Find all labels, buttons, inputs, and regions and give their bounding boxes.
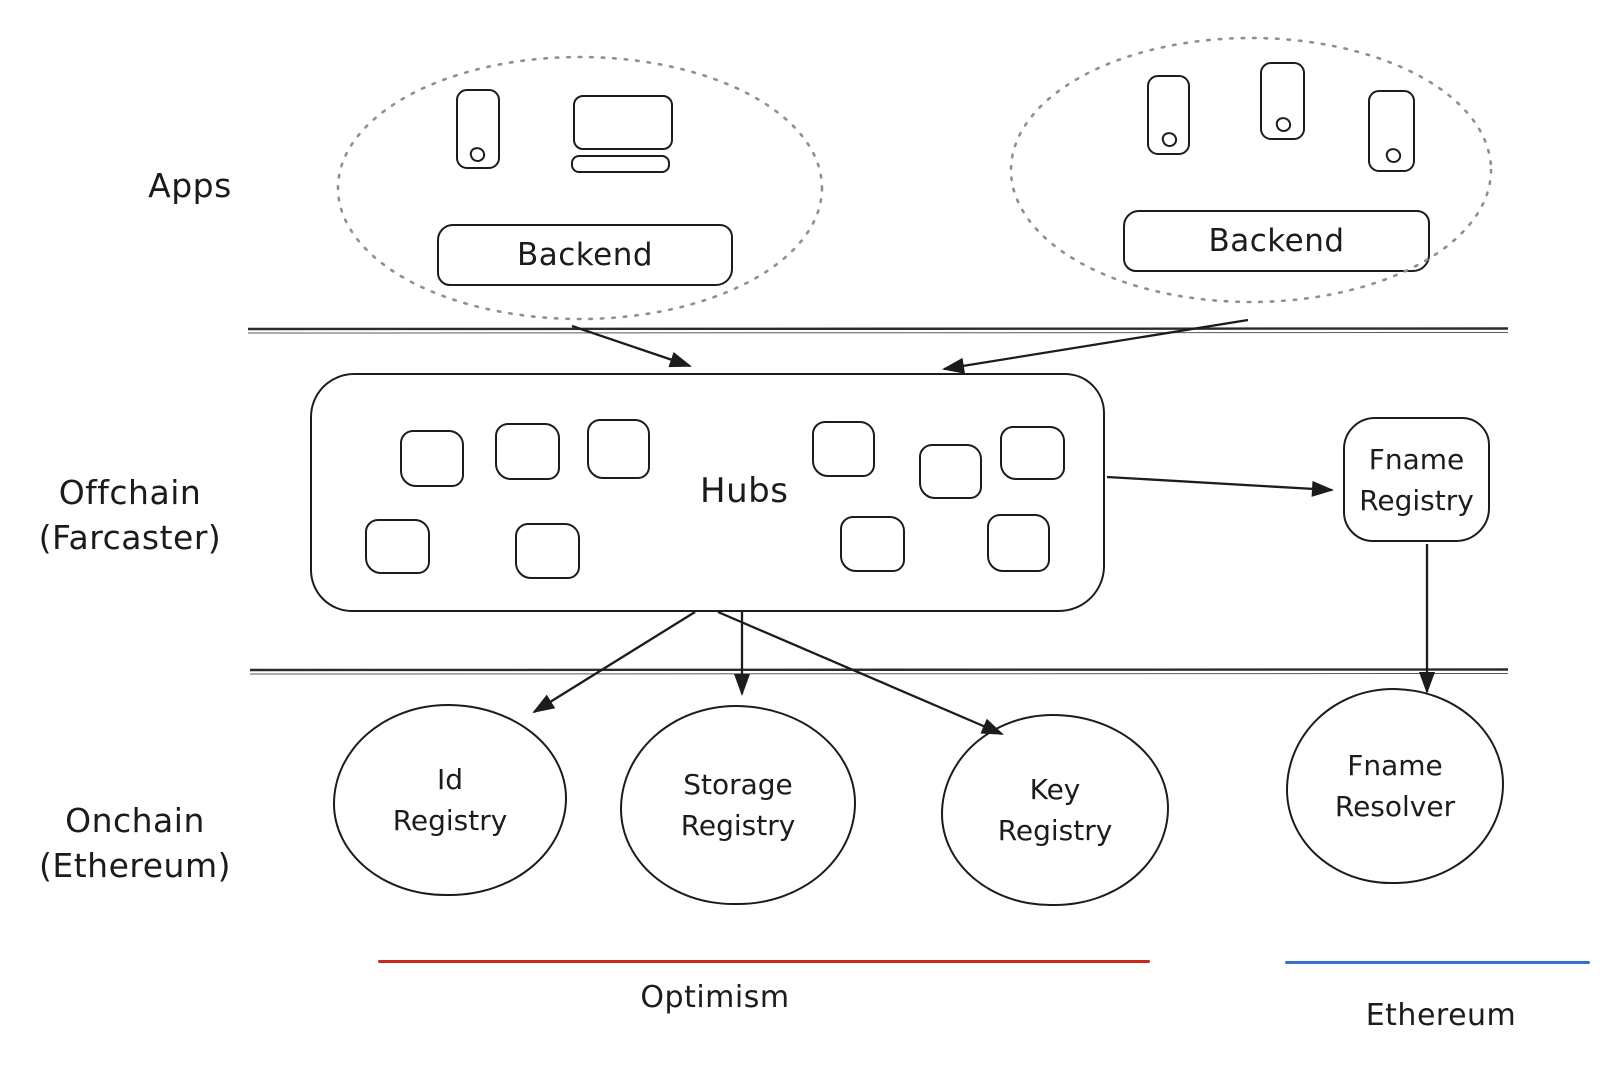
arrow-hubs-to-id-registry: [532, 611, 696, 714]
arrow-backend-left-to-hubs: [571, 324, 692, 368]
key-registry-label-line1: Key: [1029, 773, 1081, 806]
fname-registry-node: Fname Registry: [1343, 417, 1490, 542]
hub-square-icon: [919, 444, 982, 499]
fname-registry-label-line1: Fname: [1368, 442, 1465, 476]
monitor-base-icon: [571, 155, 670, 173]
fname-resolver-label-line1: Fname: [1347, 749, 1443, 782]
hub-square-icon: [365, 519, 430, 574]
app-logo-icon: [1274, 115, 1293, 134]
ethereum-label: Ethereum: [1365, 998, 1517, 1033]
arrow-hubs-to-fname-registry: [1106, 475, 1334, 497]
section-label-offchain-line2: (Farcaster): [38, 518, 222, 557]
optimism-underline: [378, 960, 1150, 963]
storage-registry-node: Storage Registry: [620, 705, 856, 905]
arrow-backend-right-to-hubs: [942, 318, 1249, 374]
key-registry-label-line2: Registry: [997, 814, 1113, 847]
storage-registry-label-line2: Registry: [680, 809, 796, 842]
phone-icon: [1147, 75, 1190, 155]
phone-icon: [1260, 62, 1305, 140]
key-registry-node: Key Registry: [941, 714, 1169, 906]
hub-square-icon: [1000, 426, 1065, 480]
divider-offchain-onchain: [249, 668, 1509, 675]
hub-square-icon: [840, 516, 905, 572]
hub-square-icon: [812, 421, 875, 477]
divider-apps-offchain: [247, 327, 1509, 334]
app-logo-icon: [1384, 146, 1403, 165]
backend-node-right: Backend: [1123, 210, 1430, 272]
section-label-offchain-line1: Offchain: [58, 473, 202, 512]
section-label-onchain: Onchain (Ethereum): [10, 798, 260, 888]
id-registry-node: Id Registry: [333, 704, 567, 896]
ethereum-underline: [1285, 961, 1590, 964]
id-registry-label-line2: Registry: [392, 804, 508, 837]
section-label-onchain-line2: (Ethereum): [39, 846, 231, 885]
section-label-apps: Apps: [148, 166, 232, 205]
app-logo-icon: [1160, 130, 1179, 149]
section-label-onchain-line1: Onchain: [65, 801, 205, 840]
hubs-node: Hubs: [310, 373, 1105, 612]
section-label-offchain: Offchain (Farcaster): [5, 470, 255, 560]
fname-registry-label-line2: Registry: [1359, 483, 1474, 517]
hub-square-icon: [495, 423, 560, 480]
phone-icon: [1368, 90, 1415, 172]
hub-square-icon: [987, 514, 1050, 572]
id-registry-label-line1: Id: [436, 763, 464, 796]
backend-node-left: Backend: [437, 224, 733, 286]
hub-square-icon: [515, 523, 580, 579]
app-logo-icon: [468, 145, 487, 164]
storage-registry-label-line1: Storage: [683, 768, 793, 801]
phone-icon: [456, 89, 500, 169]
hub-square-icon: [587, 419, 650, 479]
hubs-label: Hubs: [700, 471, 789, 511]
hub-square-icon: [400, 430, 464, 487]
fname-resolver-label-line2: Resolver: [1334, 790, 1456, 823]
fname-resolver-node: Fname Resolver: [1286, 688, 1504, 884]
optimism-label: Optimism: [640, 980, 790, 1015]
monitor-icon: [573, 95, 673, 150]
